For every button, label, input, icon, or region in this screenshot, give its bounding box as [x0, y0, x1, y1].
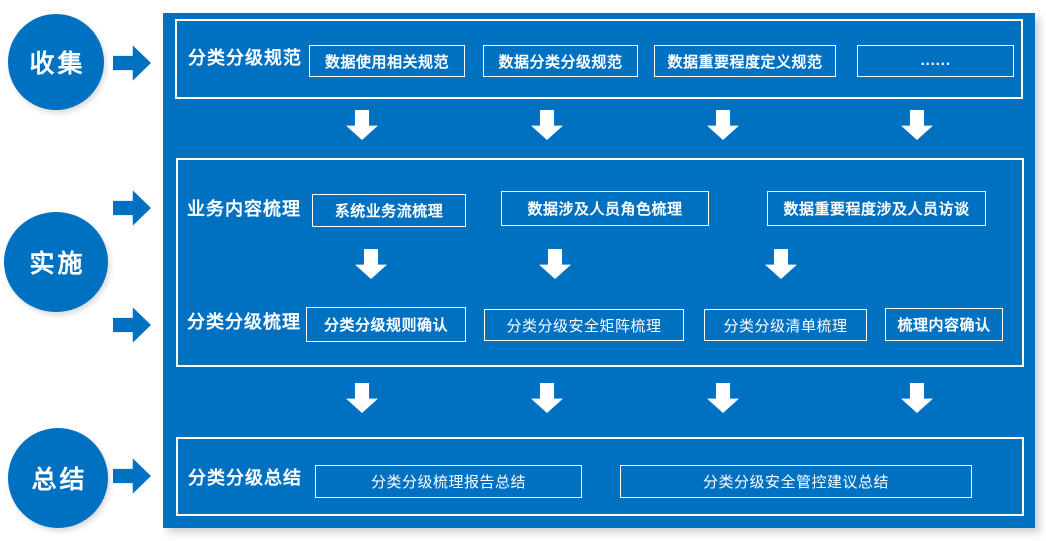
down-arrow-icon-2c: [765, 249, 797, 279]
section-spec: 分类分级规范 数据使用相关规范 数据分类分级规范 数据重要程度定义规范 ....…: [175, 19, 1023, 99]
stage-label-summarize: 总结: [31, 465, 88, 494]
main-panel: 分类分级规范 数据使用相关规范 数据分类分级规范 数据重要程度定义规范 ....…: [163, 13, 1035, 528]
section-business-label: 业务内容梳理: [187, 199, 301, 220]
stage-label-collect: 收集: [29, 49, 86, 78]
right-arrow-icon-summarize: [113, 458, 151, 494]
section-implement: 业务内容梳理 系统业务流梳理 数据涉及人员角色梳理 数据重要程度涉及人员访谈 分…: [176, 158, 1024, 367]
down-arrow-icon-2a: [355, 249, 387, 279]
business-box-1: 系统业务流梳理: [312, 194, 466, 227]
sorting-box-2: 分类分级安全矩阵梳理: [484, 309, 684, 341]
stage-circle-summarize: 总结: [8, 428, 108, 528]
section-summary-label: 分类分级总结: [188, 468, 302, 489]
business-box-2: 数据涉及人员角色梳理: [501, 191, 709, 226]
stage-circle-implement: 实施: [4, 212, 108, 312]
sorting-box-4: 梳理内容确认: [885, 308, 1003, 341]
down-arrow-icon-2b: [539, 249, 571, 279]
spec-box-2: 数据分类分级规范: [483, 45, 638, 77]
down-arrow-icon-1a: [346, 110, 378, 140]
section-summary: 分类分级总结 分类分级梳理报告总结 分类分级安全管控建议总结: [176, 437, 1024, 516]
summary-box-2: 分类分级安全管控建议总结: [620, 465, 972, 498]
sorting-box-1: 分类分级规则确认: [306, 307, 466, 342]
spec-box-ellipsis: ......: [857, 45, 1014, 77]
right-arrow-icon-implement-bottom: [113, 307, 151, 343]
sorting-box-3: 分类分级清单梳理: [704, 309, 867, 341]
down-arrow-icon-3a: [346, 383, 378, 413]
spec-box-3: 数据重要程度定义规范: [654, 45, 836, 77]
stage-label-implement: 实施: [29, 249, 86, 278]
right-arrow-icon-collect: [113, 45, 151, 81]
section-spec-label: 分类分级规范: [188, 48, 302, 69]
down-arrow-icon-3c: [707, 383, 739, 413]
right-arrow-icon-implement-top: [113, 190, 151, 226]
down-arrow-icon-1d: [901, 110, 933, 140]
down-arrow-icon-1b: [531, 110, 563, 140]
section-sorting-label: 分类分级梳理: [187, 312, 301, 333]
down-arrow-icon-3d: [901, 383, 933, 413]
down-arrow-icon-3b: [531, 383, 563, 413]
spec-box-1: 数据使用相关规范: [309, 45, 465, 77]
down-arrow-icon-1c: [707, 110, 739, 140]
stage-circle-collect: 收集: [8, 14, 104, 110]
business-box-3: 数据重要程度涉及人员访谈: [767, 191, 986, 226]
summary-box-1: 分类分级梳理报告总结: [315, 465, 582, 498]
